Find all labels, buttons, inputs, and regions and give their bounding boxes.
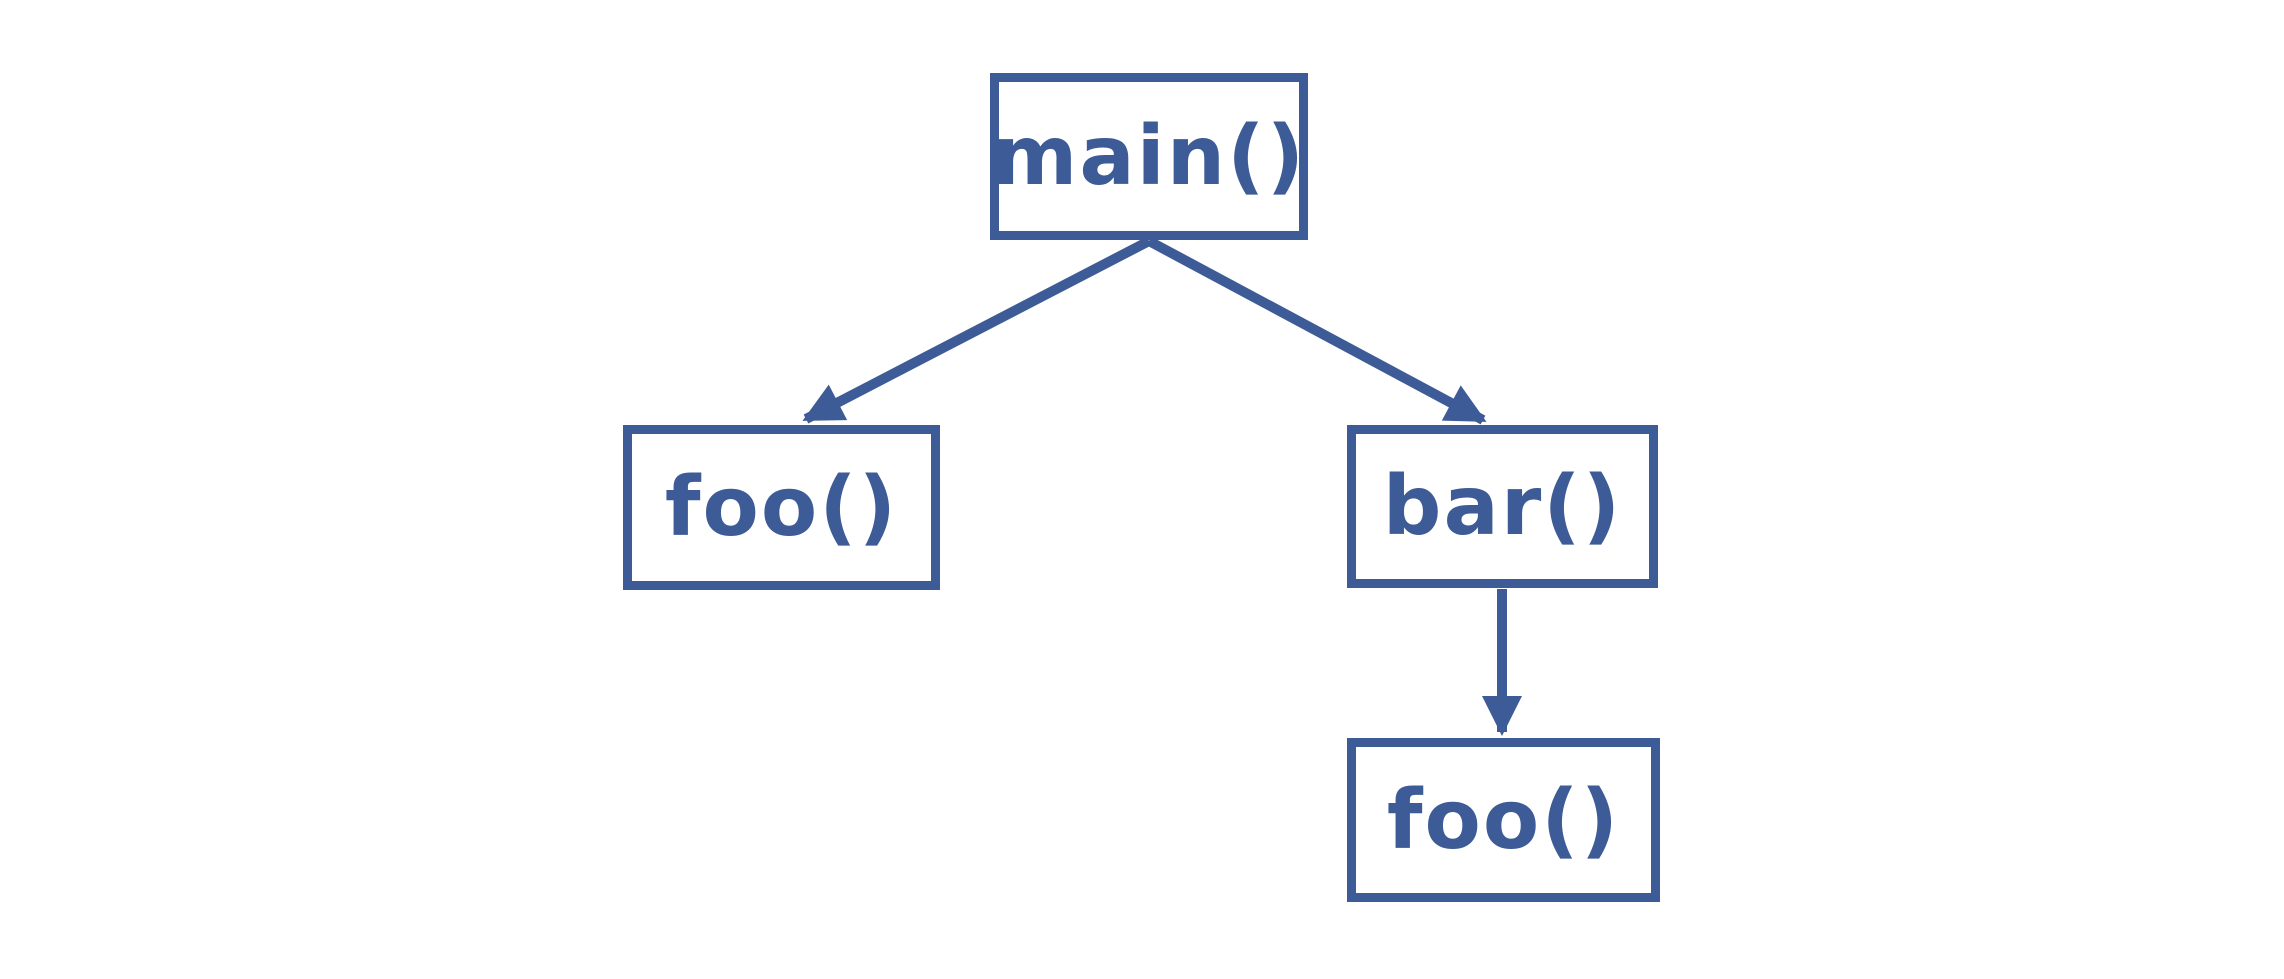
node-bar: bar() [1347,425,1658,588]
node-main-label: main() [991,109,1307,204]
edge-main-to-foo [802,236,1152,424]
node-foo-bottom-label: foo() [1386,772,1621,868]
node-bar-label: bar() [1382,459,1623,554]
edge-main-to-bar [1146,236,1487,425]
node-main: main() [990,73,1308,240]
node-foo-left: foo() [623,425,940,590]
node-foo-left-label: foo() [664,460,899,555]
node-foo-bottom: foo() [1347,738,1660,902]
